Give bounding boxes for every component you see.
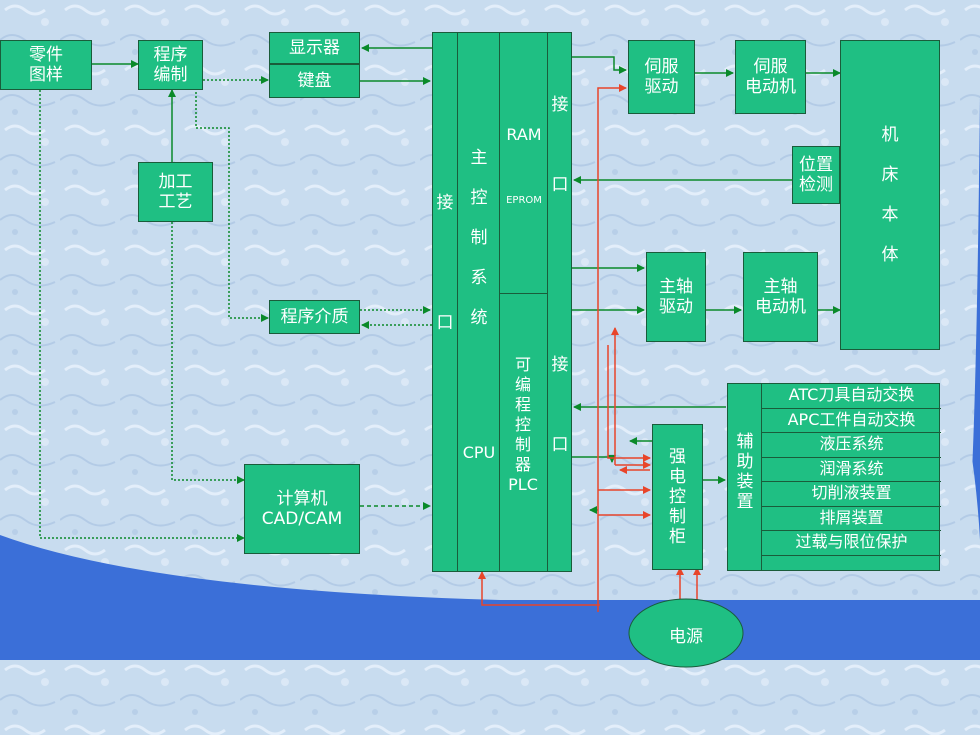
power-ellipse — [628, 598, 744, 668]
cpu-label: CPU — [462, 443, 496, 462]
position-detect-box: 位置 检测 — [792, 146, 840, 204]
spindle-motor-box: 主轴 电动机 — [743, 252, 818, 342]
aux-item: 过载与限位保护 — [762, 531, 941, 556]
aux-item: APC工件自动交换 — [762, 409, 941, 433]
aux-item: ATC刀具自动交换 — [762, 384, 941, 409]
left-interface-label: 接 口 — [436, 193, 454, 333]
program-medium-box: 程序介质 — [269, 300, 360, 334]
right-interface-top-label: 接 口 — [551, 95, 569, 195]
auxiliary-label: 辅 助 装 置 — [736, 432, 754, 512]
main-control-label: 主 控 制 系 统 — [470, 148, 488, 328]
servo-motor-box: 伺服 电动机 — [735, 40, 806, 114]
machine-body-box: 机 床 本 体 — [840, 40, 940, 350]
programming-box: 程序 编制 — [138, 40, 203, 90]
plc-label: 可 编 程 控 制 器 PLC — [508, 355, 538, 494]
ram-label: RAM — [506, 125, 542, 144]
servo-drive-box: 伺服 驱动 — [628, 40, 695, 114]
controller-block: 接 口 主 控 制 系 统 CPU RAM EPROM 可 编 程 控 制 器 … — [432, 32, 572, 572]
aux-item: 排屑装置 — [762, 507, 941, 531]
spindle-drive-box: 主轴 驱动 — [646, 252, 706, 342]
right-interface-bottom-label: 接 口 — [551, 355, 569, 455]
display-box: 显示器 — [269, 32, 360, 64]
aux-item: 切削液装置 — [762, 482, 941, 507]
eprom-label: EPROM — [506, 195, 542, 206]
red-connectors — [478, 84, 701, 612]
green-connectors — [39, 44, 841, 542]
part-drawing-box: 零件 图样 — [0, 40, 92, 90]
aux-item: 润滑系统 — [762, 458, 941, 482]
keyboard-box: 键盘 — [269, 64, 360, 98]
computer-cad-cam-box: 计算机 CAD/CAM — [244, 464, 360, 554]
power-cabinet-box: 强 电 控 制 柜 — [652, 424, 703, 570]
power-label: 电源 — [669, 627, 703, 647]
aux-item: 液压系统 — [762, 433, 941, 458]
process-box: 加工 工艺 — [138, 162, 213, 222]
